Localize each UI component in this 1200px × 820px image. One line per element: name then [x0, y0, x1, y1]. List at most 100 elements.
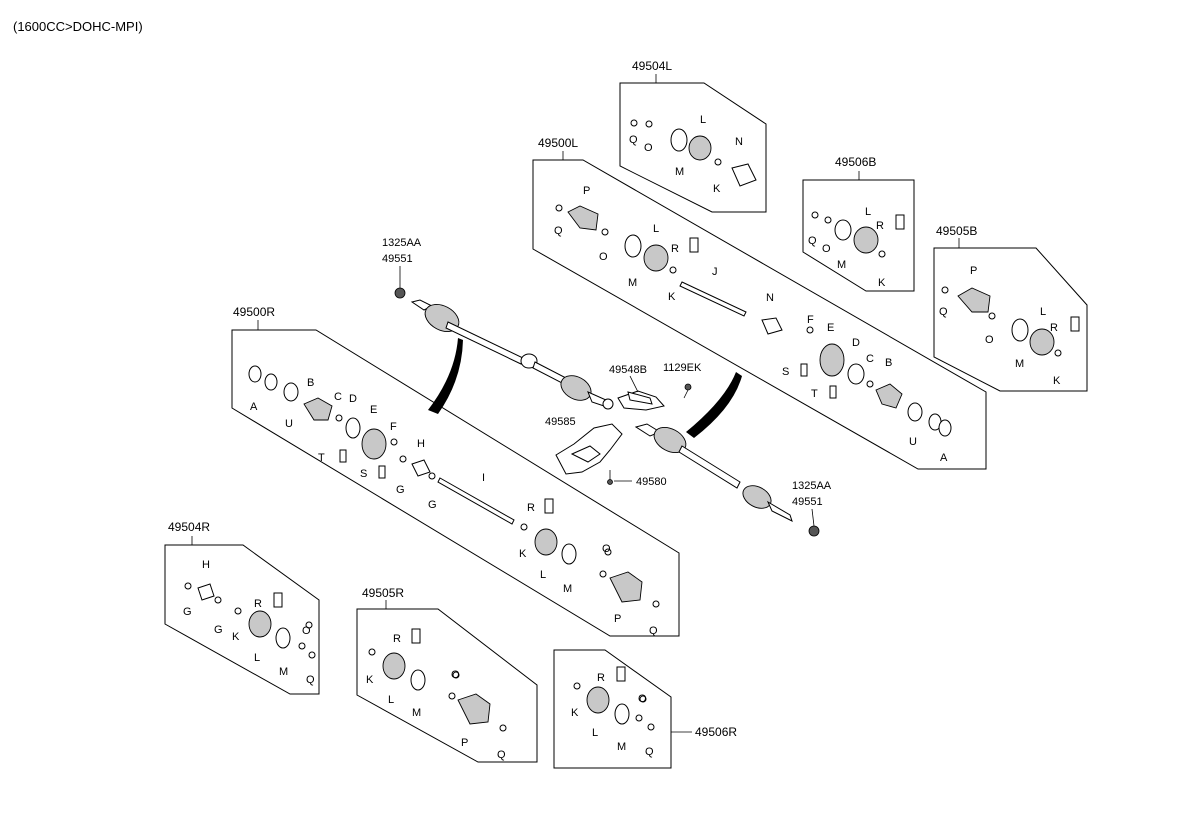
- kit-49500R-parts: A U B C D E F T S G H G I K: [248, 365, 660, 637]
- part-letter: E: [827, 322, 834, 334]
- part-letter: Q: [306, 674, 315, 686]
- part-letter: O: [602, 543, 611, 555]
- part-letter: O: [638, 693, 647, 705]
- part-letter: G: [396, 484, 405, 496]
- part-letter: M: [1015, 358, 1024, 370]
- part-letter: A: [250, 401, 258, 413]
- group-label-49506R: 49506R: [695, 725, 737, 739]
- part-letter: Q: [939, 306, 948, 318]
- part-letter: M: [412, 707, 421, 719]
- bracket-label: 49585: [545, 416, 576, 428]
- part-letter: P: [970, 265, 977, 277]
- part-letter: T: [811, 388, 818, 400]
- part-letter: H: [417, 438, 425, 450]
- part-letter: K: [878, 277, 886, 289]
- group-49500L[interactable]: 49500L: [532, 136, 987, 470]
- part-letter: R: [1050, 322, 1058, 334]
- nut-code-label-upper: 1325AA: [382, 237, 422, 249]
- assembly-arrow-right: [686, 372, 742, 438]
- part-letter: B: [307, 377, 314, 389]
- part-letter: Q: [808, 235, 817, 247]
- kit-49505R-parts: K R L M O P Q: [366, 628, 507, 761]
- bolt-1129EK[interactable]: 1129EK: [663, 362, 702, 399]
- part-letter: O: [302, 625, 311, 637]
- part-letter: Q: [554, 225, 563, 237]
- kit-49506B-parts: Q O M L R K: [808, 206, 905, 289]
- group-label-49504R: 49504R: [168, 520, 210, 534]
- part-letter: A: [940, 452, 948, 464]
- part-letter: K: [668, 291, 676, 303]
- part-letter: L: [388, 694, 394, 706]
- part-letter: P: [614, 613, 621, 625]
- part-letter: M: [279, 666, 288, 678]
- assembly-arrow-left: [428, 338, 463, 414]
- part-letter: Q: [629, 134, 638, 146]
- part-letter: L: [592, 727, 598, 739]
- group-49500R[interactable]: 49500R: [231, 305, 680, 637]
- part-letter: K: [713, 183, 721, 195]
- engine-spec-label: (1600CC>DOHC-MPI): [13, 19, 143, 34]
- part-letter: G: [183, 606, 192, 618]
- kit-49504R-parts: G H G K R L M O Q: [183, 559, 316, 686]
- nut-49551-lower[interactable]: 1325AA 49551: [792, 480, 832, 537]
- cover-49548B[interactable]: 49548B: [609, 364, 665, 411]
- bolt-label: 1129EK: [663, 362, 702, 374]
- part-letter: Q: [645, 746, 654, 758]
- part-letter: R: [876, 220, 884, 232]
- group-label-49505B: 49505B: [936, 224, 977, 238]
- right-drive-shaft-assembly[interactable]: [634, 422, 793, 522]
- part-letter: L: [254, 652, 260, 664]
- nut-part-label-upper: 49551: [382, 253, 413, 265]
- part-letter: N: [766, 292, 774, 304]
- part-letter: K: [519, 548, 527, 560]
- group-label-49500R: 49500R: [233, 305, 275, 319]
- part-letter: M: [628, 277, 637, 289]
- kit-49500L-parts: Q P O M L K R J N F E S D C: [554, 185, 952, 464]
- group-49506B[interactable]: 49506B: [802, 155, 915, 292]
- part-letter: O: [599, 251, 608, 263]
- bracket-49585[interactable]: 49585: [545, 416, 623, 475]
- part-letter: R: [527, 502, 535, 514]
- part-letter: P: [461, 737, 468, 749]
- part-letter: R: [597, 672, 605, 684]
- part-letter: G: [428, 499, 437, 511]
- part-letter: C: [334, 391, 342, 403]
- bracket-bolt-49580[interactable]: 49580: [607, 470, 667, 488]
- nut-part-label-lower: 49551: [792, 496, 823, 508]
- part-letter: U: [909, 436, 917, 448]
- part-letter: K: [1053, 375, 1061, 387]
- bracket-bolt-label: 49580: [636, 476, 667, 488]
- kit-49505B-parts: Q P O M L R K: [939, 265, 1080, 387]
- part-letter: K: [232, 631, 240, 643]
- part-letter: M: [837, 259, 846, 271]
- group-49505R[interactable]: 49505R: [356, 586, 538, 763]
- part-letter: M: [675, 166, 684, 178]
- part-letter: D: [349, 393, 357, 405]
- group-49504L[interactable]: 49504L: [619, 59, 767, 213]
- part-letter: R: [671, 243, 679, 255]
- part-letter: Q: [497, 749, 506, 761]
- part-letter: F: [807, 314, 814, 326]
- kit-49506R-parts: K R L M O Q: [571, 666, 655, 758]
- nut-49551-upper[interactable]: 1325AA 49551: [382, 237, 422, 299]
- part-letter: L: [700, 114, 706, 126]
- part-letter: O: [451, 669, 460, 681]
- part-letter: O: [822, 243, 831, 255]
- part-letter: S: [782, 366, 789, 378]
- part-letter: R: [393, 633, 401, 645]
- part-letter: U: [285, 418, 293, 430]
- group-49506R[interactable]: 49506R: [553, 649, 737, 769]
- group-label-49506B: 49506B: [835, 155, 876, 169]
- nut-code-label-lower: 1325AA: [792, 480, 832, 492]
- part-letter: K: [366, 674, 374, 686]
- part-letter: L: [1040, 306, 1046, 318]
- part-letter: N: [735, 136, 743, 148]
- part-letter: R: [254, 598, 262, 610]
- part-letter: L: [653, 223, 659, 235]
- group-label-49505R: 49505R: [362, 586, 404, 600]
- group-49504R[interactable]: 49504R: [164, 520, 320, 695]
- group-49505B[interactable]: 49505B: [933, 224, 1088, 392]
- part-letter: S: [360, 468, 367, 480]
- left-drive-shaft-assembly[interactable]: [410, 299, 614, 410]
